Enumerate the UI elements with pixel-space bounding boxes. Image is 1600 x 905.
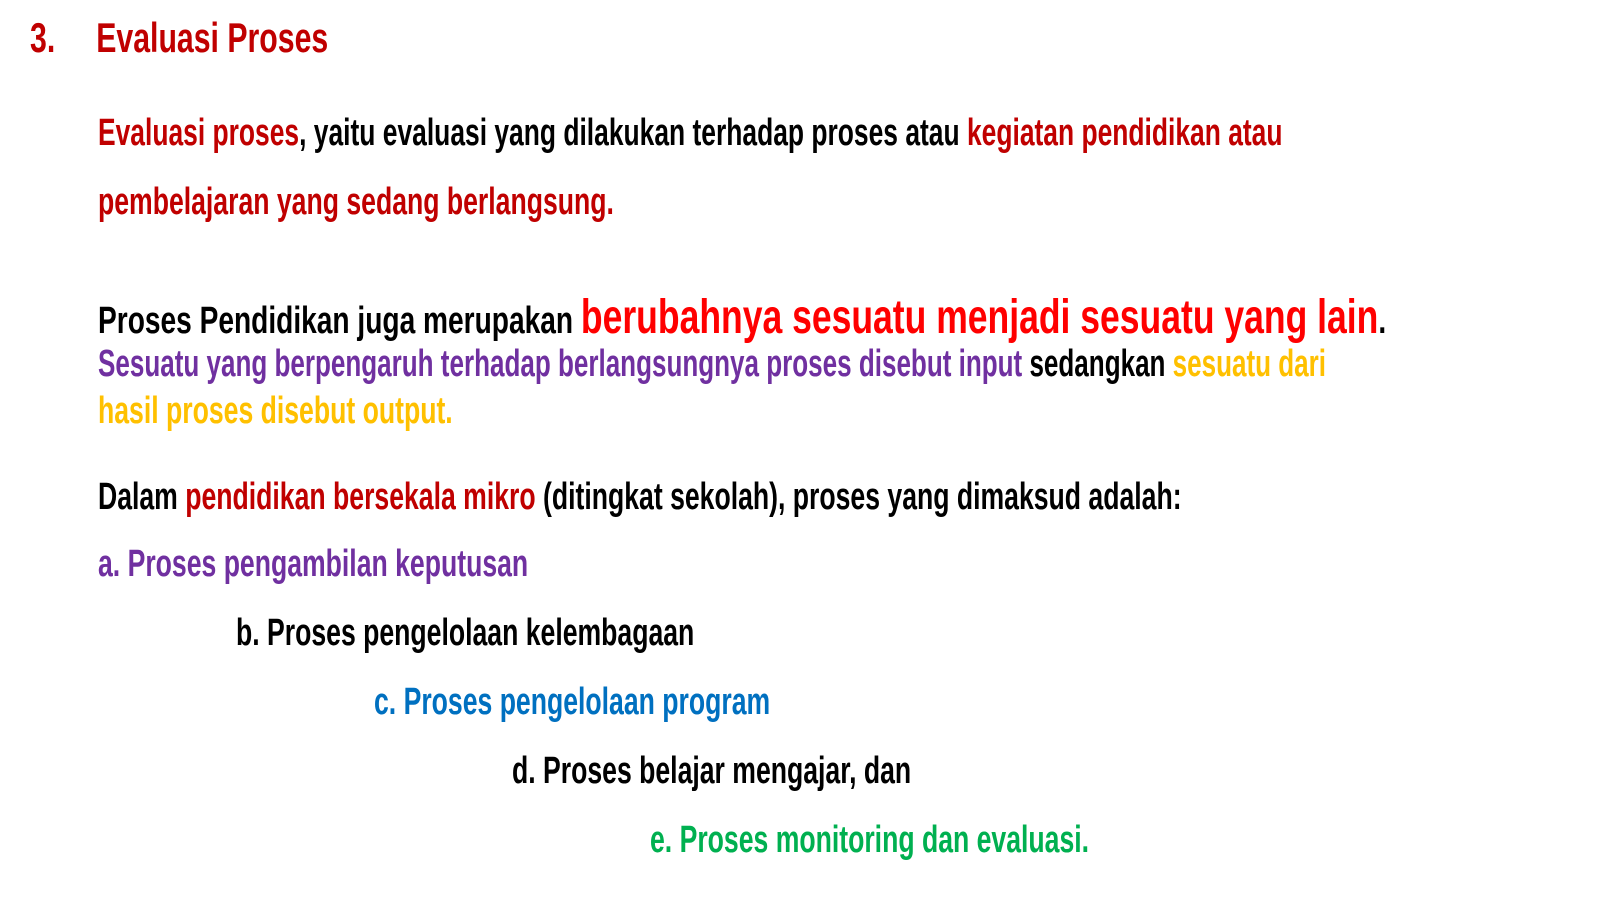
para2-input-text: Sesuatu yang berpengaruh terhadap berlan…: [98, 343, 1023, 385]
list-item-c: c. Proses pengelolaan program: [374, 681, 771, 723]
para2-intro: Proses Pendidikan juga merupakan: [98, 300, 581, 342]
section-heading: 3. Evaluasi Proses: [30, 14, 328, 62]
para2-output-line1: sesuatu dari: [1172, 343, 1327, 385]
list-item-a: a. Proses pengambilan keputusan: [98, 543, 529, 585]
list-item-e: e. Proses monitoring dan evaluasi.: [650, 819, 1090, 861]
list-item-b: b. Proses pengelolaan kelembagaan: [236, 612, 695, 654]
para1-line1: Evaluasi proses, yaitu evaluasi yang dil…: [98, 112, 1282, 155]
para2-line2: Sesuatu yang berpengaruh terhadap berlan…: [98, 343, 1326, 386]
para1-term: Evaluasi proses: [98, 112, 300, 154]
section-number: 3.: [30, 14, 56, 61]
para2-line3: hasil proses disebut output.: [98, 390, 453, 432]
para1-highlight-line1: kegiatan pendidikan atau: [966, 112, 1283, 154]
para3-start: Dalam: [98, 476, 186, 518]
para2-big-highlight: berubahnya sesuatu menjadi sesuatu yang …: [580, 291, 1379, 344]
para1-middle: , yaitu evaluasi yang dilakukan terhadap…: [299, 112, 967, 154]
para3-rest: (ditingkat sekolah), proses yang dimaksu…: [535, 476, 1182, 518]
list-item-d: d. Proses belajar mengajar, dan: [512, 750, 912, 792]
para2-period: .: [1378, 300, 1387, 342]
para3-highlight: pendidikan bersekala mikro: [185, 476, 536, 518]
para2-line1: Proses Pendidikan juga merupakan berubah…: [98, 290, 1386, 345]
section-title: Evaluasi Proses: [96, 14, 329, 61]
para3-line: Dalam pendidikan bersekala mikro (diting…: [98, 476, 1182, 519]
para2-connector: sedangkan: [1022, 343, 1173, 385]
para1-line2: pembelajaran yang sedang berlangsung.: [98, 181, 614, 223]
